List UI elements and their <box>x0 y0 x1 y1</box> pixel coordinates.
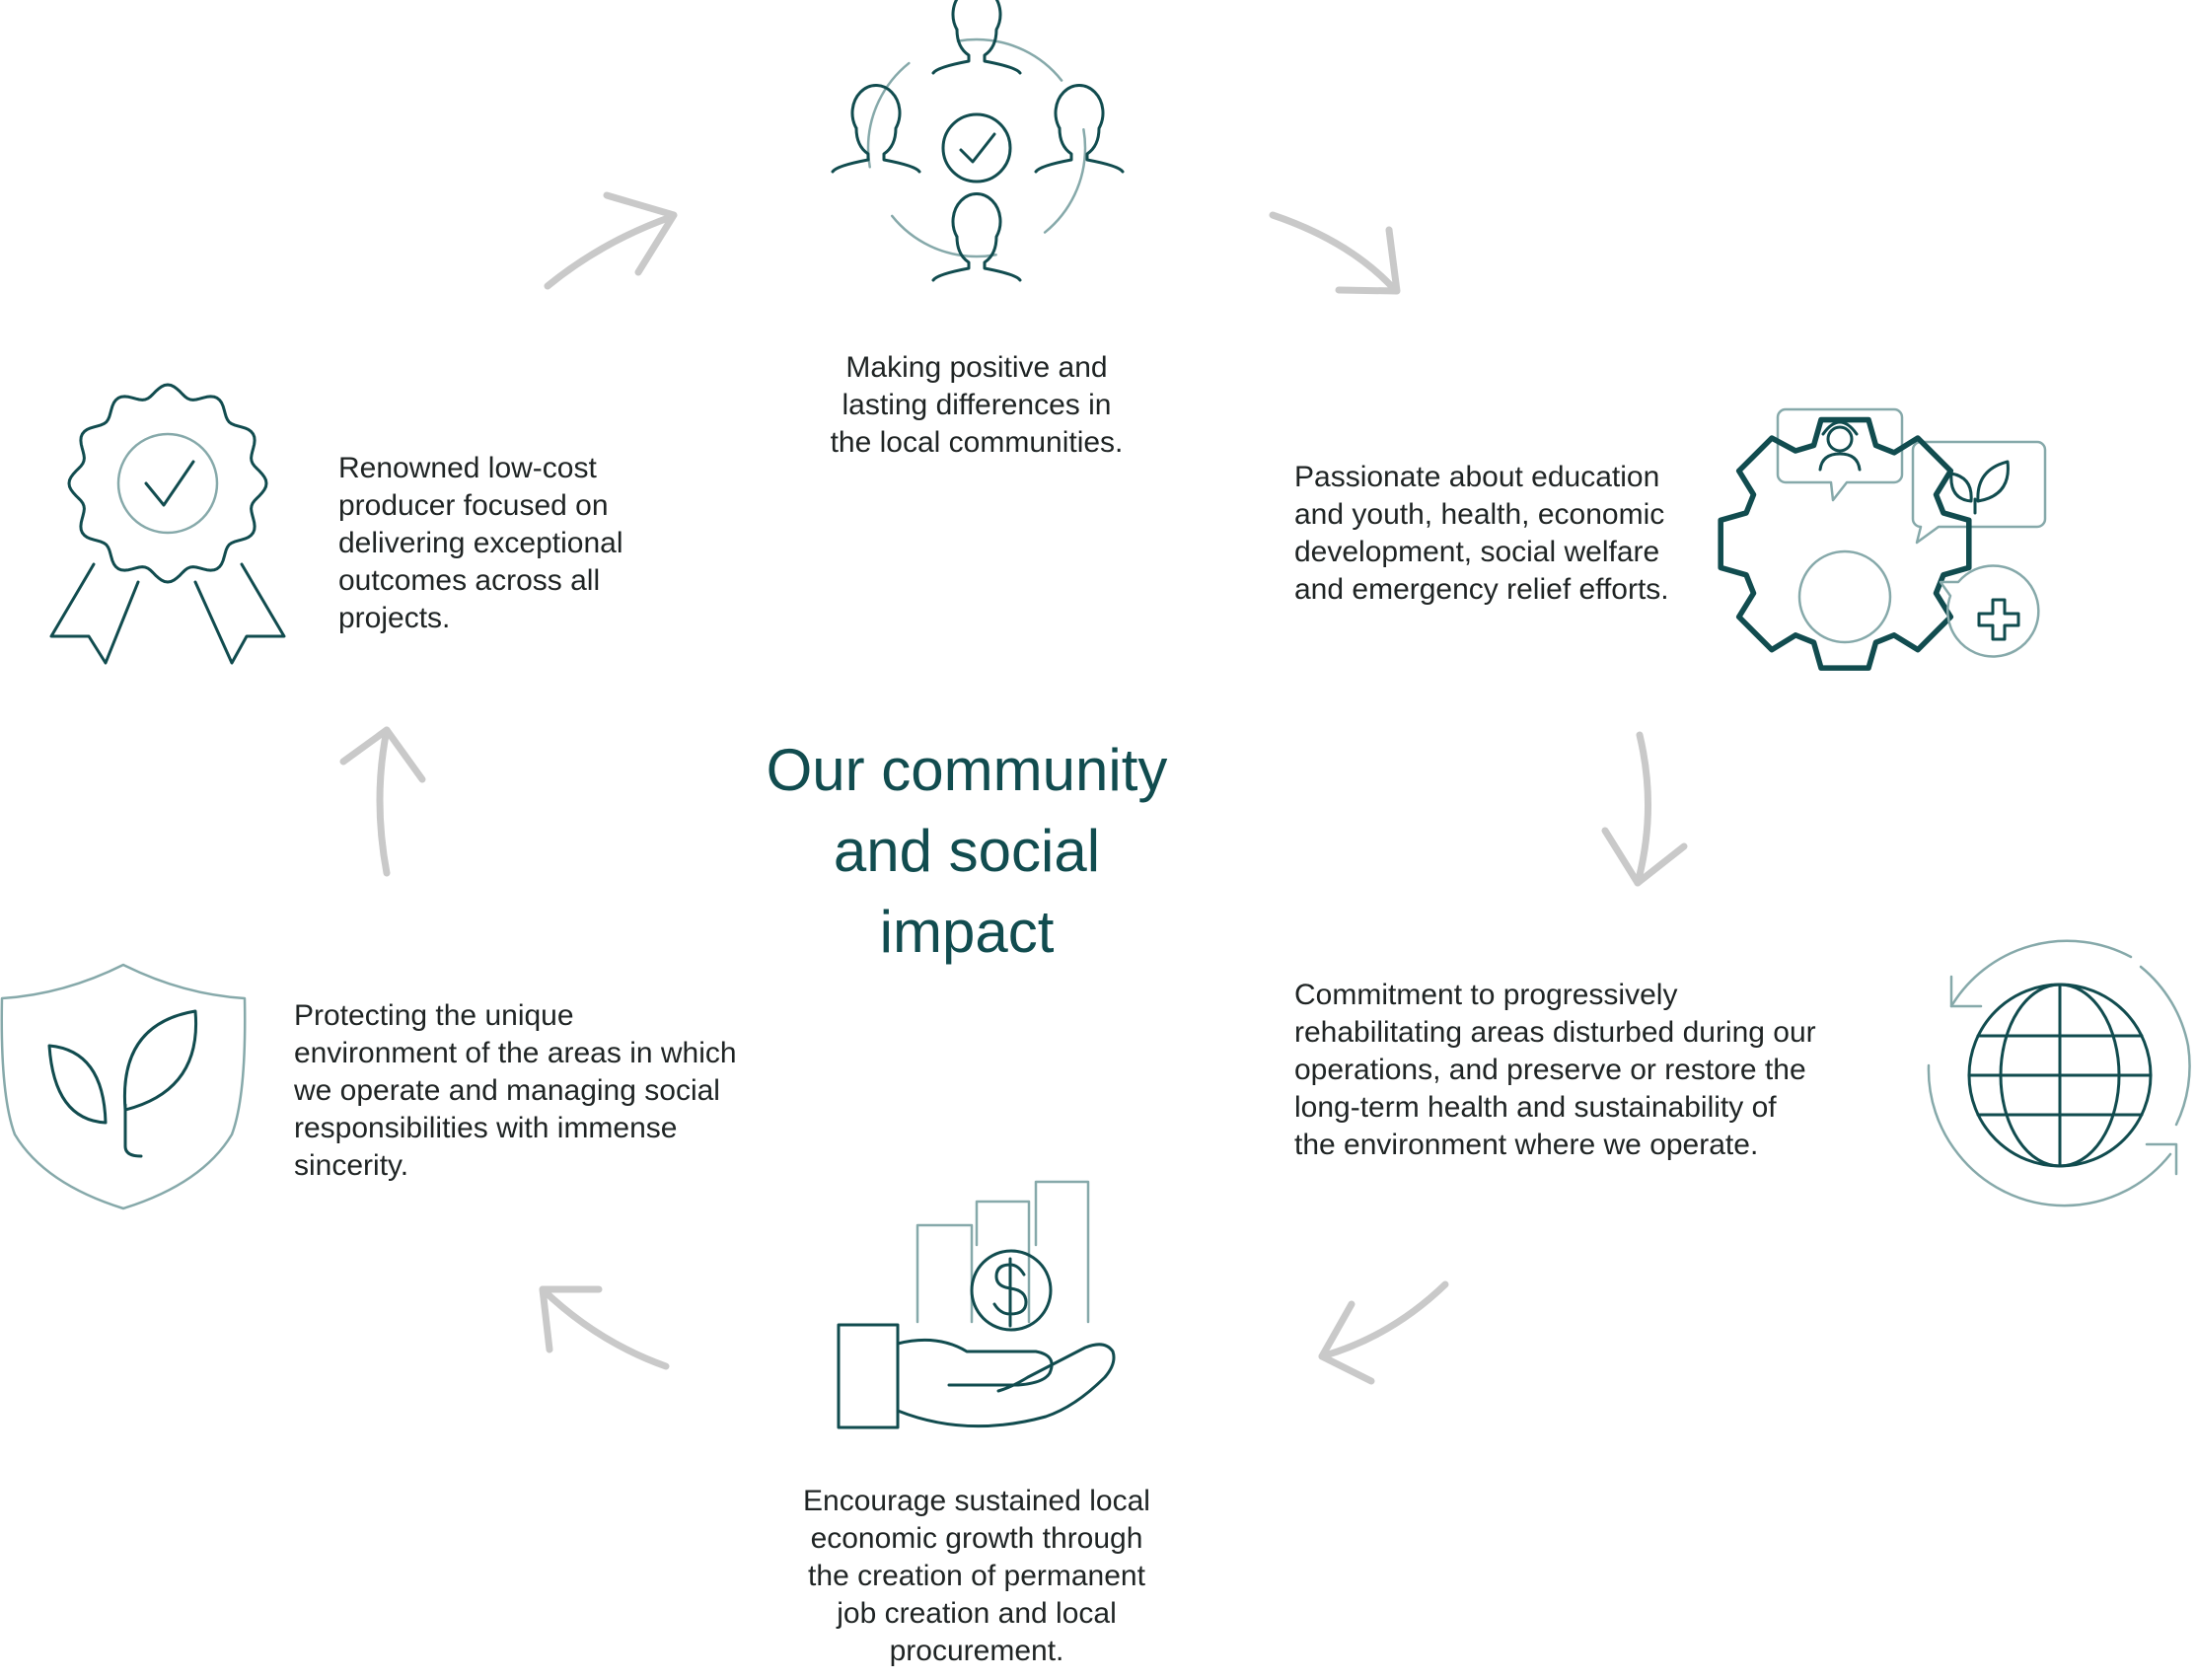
text-line: projects. <box>338 602 451 634</box>
title-line: and social <box>833 818 1101 884</box>
text-line: Encourage sustained local <box>803 1485 1150 1517</box>
item-education-text: Passionate about education and youth, he… <box>1294 459 1728 609</box>
community-people-check-icon <box>831 0 1125 282</box>
title-line: Our community <box>766 737 1168 803</box>
text-line: outcomes across all <box>338 564 601 597</box>
text-line: long-term health and sustainability of <box>1294 1091 1777 1124</box>
globe-cycle-icon <box>1927 939 2191 1207</box>
text-line: procurement. <box>889 1635 1064 1667</box>
text-line: Protecting the unique <box>294 999 574 1032</box>
hand-money-growth-icon <box>837 1180 1116 1429</box>
text-line: and youth, health, economic <box>1294 498 1665 531</box>
text-line: the creation of permanent <box>808 1560 1145 1592</box>
text-line: and emergency relief efforts. <box>1294 573 1669 606</box>
text-line: we operate and managing social <box>294 1074 720 1107</box>
arrow-top-left-icon <box>544 191 678 290</box>
text-line: responsibilities with immense <box>294 1112 678 1144</box>
item-communities-text: Making positive and lasting differences … <box>769 349 1184 462</box>
text-line: environment of the areas in which <box>294 1037 737 1069</box>
arrow-left-up-icon <box>339 726 426 877</box>
item-rehabilitation-text: Commitment to progressively rehabilitati… <box>1294 977 1886 1164</box>
text-line: the environment where we operate. <box>1294 1129 1759 1161</box>
text-line: Passionate about education <box>1294 461 1660 493</box>
text-line: lasting differences in <box>842 389 1112 421</box>
gear-speech-bubbles-icon <box>1718 407 2047 671</box>
text-line: rehabilitating areas disturbed during ou… <box>1294 1016 1816 1049</box>
title-line: impact <box>879 899 1055 965</box>
text-line: the local communities. <box>830 426 1124 459</box>
text-line: economic growth through <box>810 1522 1143 1555</box>
text-line: operations, and preserve or restore the <box>1294 1054 1806 1086</box>
item-environment-text: Protecting the unique environment of the… <box>294 997 827 1185</box>
item-growth-text: Encourage sustained local economic growt… <box>760 1483 1194 1670</box>
text-line: sincerity. <box>294 1149 409 1182</box>
diagram-title: Our community and social impact <box>691 730 1243 973</box>
item-producer-text: Renowned low-cost producer focused on de… <box>338 450 694 637</box>
arrow-bottom-left-icon <box>539 1285 670 1370</box>
arrow-right-down-icon <box>1601 731 1688 887</box>
text-line: job creation and local <box>837 1597 1117 1630</box>
text-line: delivering exceptional <box>338 527 623 559</box>
arrow-top-right-icon <box>1269 211 1401 295</box>
cycle-arrows <box>339 191 1688 1385</box>
text-line: Commitment to progressively <box>1294 979 1678 1011</box>
text-line: Renowned low-cost <box>338 452 597 484</box>
text-line: development, social welfare <box>1294 536 1660 568</box>
award-ribbon-check-icon <box>49 383 286 665</box>
text-line: Making positive and <box>845 351 1108 384</box>
arrow-bottom-right-icon <box>1318 1280 1449 1385</box>
text-line: producer focused on <box>338 489 609 522</box>
shield-leaf-icon <box>0 963 247 1210</box>
